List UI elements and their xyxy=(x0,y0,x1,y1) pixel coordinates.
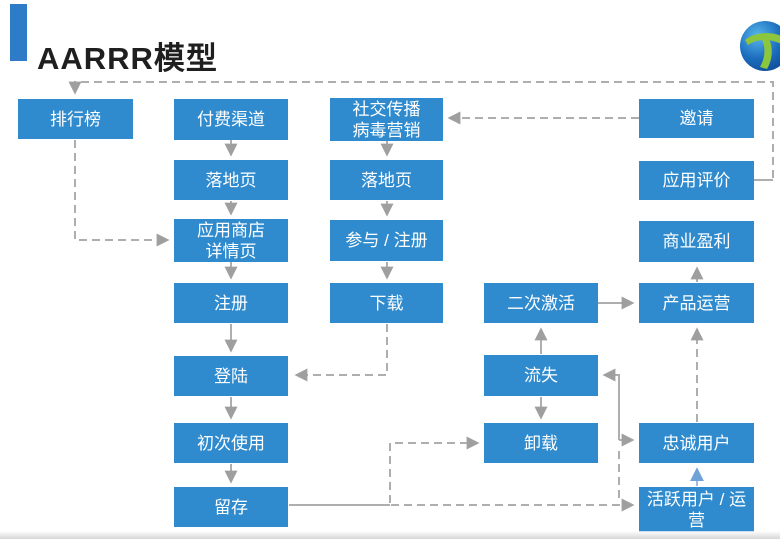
flow-node-first-use: 初次使用 xyxy=(174,423,288,463)
flow-node-retention: 留存 xyxy=(174,487,288,527)
flow-node-profit: 商业盈利 xyxy=(639,221,754,262)
globe-logo-icon xyxy=(736,18,780,76)
edge-download-to-login xyxy=(294,324,388,382)
flow-node-join-register: 参与 / 注册 xyxy=(330,220,443,261)
flow-node-uninstall: 卸载 xyxy=(484,423,598,463)
flow-node-churn: 流失 xyxy=(484,355,598,396)
flow-node-app-review: 应用评价 xyxy=(639,161,754,200)
flow-node-active-users: 活跃用户 / 运营 xyxy=(639,487,754,532)
flow-node-store-detail: 应用商店 详情页 xyxy=(174,219,288,262)
flow-node-reactivate: 二次激活 xyxy=(484,283,598,323)
flow-node-product-ops: 产品运营 xyxy=(639,283,754,323)
flow-node-landing-1: 落地页 xyxy=(174,160,288,200)
bottom-edge-strip xyxy=(0,531,780,539)
flow-node-download: 下载 xyxy=(330,283,443,323)
page-title: AARRR模型 xyxy=(37,40,218,76)
flow-node-loyal-users: 忠诚用户 xyxy=(639,423,754,463)
flow-node-invite: 邀请 xyxy=(639,99,754,138)
flow-node-paid-channel: 付费渠道 xyxy=(174,99,288,140)
edge-rank-to-store-detail xyxy=(74,140,170,247)
edge-loyal-to-churn xyxy=(602,368,620,440)
flow-node-register: 注册 xyxy=(174,283,288,323)
flow-node-rank: 排行榜 xyxy=(18,99,133,139)
flow-node-login: 登陆 xyxy=(174,356,288,396)
flow-node-landing-2: 落地页 xyxy=(330,160,443,200)
flow-node-social-viral: 社交传播 病毒营销 xyxy=(330,98,443,141)
edge-branch-to-uninstall xyxy=(389,436,480,503)
title-accent-bar xyxy=(10,4,27,61)
